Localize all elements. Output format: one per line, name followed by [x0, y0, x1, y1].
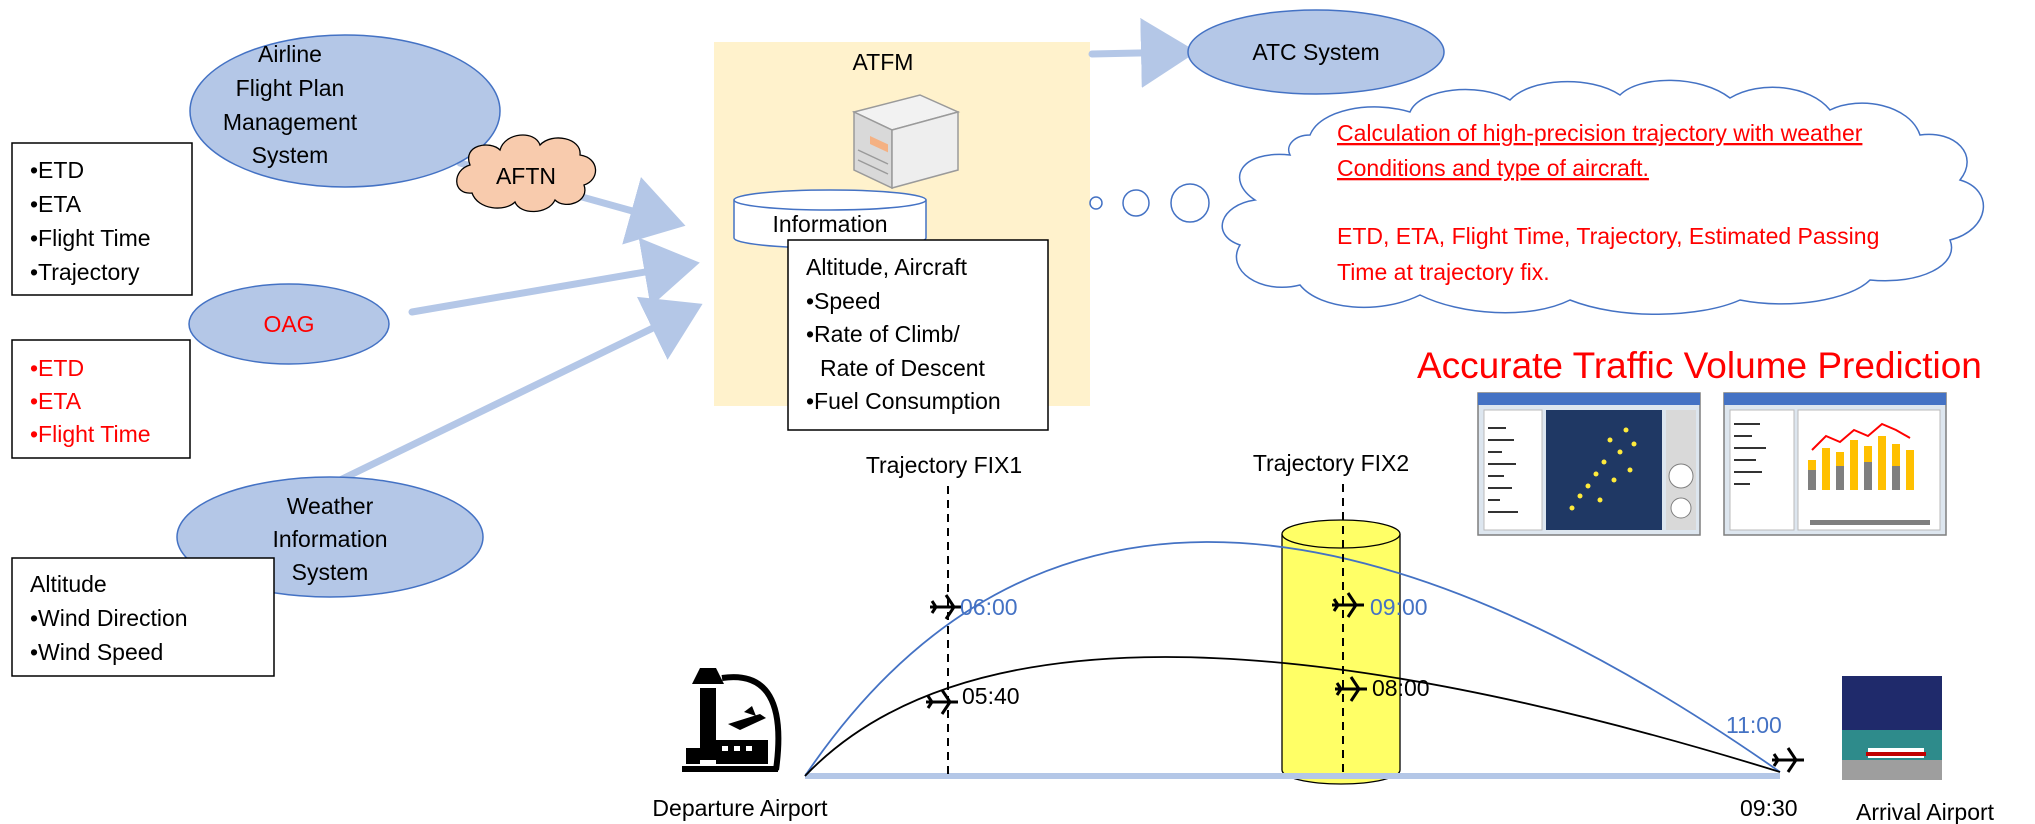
- lower-time-fix2: 08:00: [1372, 675, 1430, 701]
- cloud-line-4: Time at trajectory fix.: [1337, 259, 1550, 285]
- oag-item-etd: •ETD: [30, 355, 84, 381]
- upper-time-arrival: 11:00: [1726, 712, 1782, 738]
- departure-airport-icon: [682, 668, 782, 772]
- thought-bubbles: [1089, 183, 1210, 223]
- plane-icon-upper-fix1: [930, 594, 962, 620]
- database-icon: [733, 189, 927, 249]
- cloud-line-2: Conditions and type of aircraft.: [1337, 155, 1649, 181]
- weather-item-wind-speed: •Wind Speed: [30, 639, 163, 665]
- fix2-volume-cylinder: [1281, 519, 1401, 785]
- atc-system-ellipse: [1187, 9, 1445, 95]
- fix2-label: Trajectory FIX2: [1253, 450, 1409, 476]
- fix1-label: Trajectory FIX1: [866, 452, 1022, 478]
- atc-label: ATC System: [1252, 39, 1379, 65]
- plane-icon-lower-fix2: [1335, 676, 1367, 702]
- oag-label: OAG: [263, 311, 314, 337]
- airline-system-ellipse: [189, 34, 501, 188]
- weather-label-3: System: [292, 559, 369, 585]
- oag-item-eta: •ETA: [30, 388, 82, 414]
- weather-item-wind-direction: •Wind Direction: [30, 605, 188, 631]
- oag-ellipse: [188, 283, 390, 365]
- oag-item-flight-time: •Flight Time: [30, 421, 151, 447]
- weather-data-box: [11, 557, 275, 677]
- airline-item-eta: •ETA: [30, 191, 82, 217]
- aircraft-item-fuel: •Fuel Consumption: [806, 388, 1001, 414]
- lower-time-fix1: 05:40: [962, 683, 1020, 709]
- cloud-line-1: Calculation of high-precision trajectory…: [1337, 120, 1863, 146]
- aircraft-item-descent: Rate of Descent: [820, 355, 986, 381]
- upper-time-fix2: 09:00: [1370, 594, 1428, 620]
- server-icon: [851, 94, 961, 190]
- airline-label-2: Flight Plan: [236, 75, 345, 101]
- airline-label-4: System: [252, 142, 329, 168]
- weather-item-altitude: Altitude: [30, 571, 107, 597]
- atfm-title: ATFM: [853, 49, 914, 75]
- oag-data-box: [11, 339, 191, 459]
- aftn-label: AFTN: [496, 163, 556, 189]
- upper-time-fix1: 06:00: [960, 594, 1018, 620]
- airline-label-1: Airline: [258, 41, 322, 67]
- airline-label-3: Management: [223, 109, 358, 135]
- chart-screen-thumbnail: [1723, 392, 1947, 536]
- arrival-label: Arrival Airport: [1856, 799, 1995, 824]
- lower-trajectory: [804, 656, 1781, 777]
- airline-item-flight-time: •Flight Time: [30, 225, 151, 251]
- airline-item-trajectory: •Trajectory: [30, 259, 140, 285]
- aftn-cloud: [456, 134, 597, 213]
- thought-cloud: [1221, 79, 1985, 315]
- map-screen-thumbnail: [1477, 392, 1701, 536]
- cloud-line-3: ETD, ETA, Flight Time, Trajectory, Estim…: [1337, 223, 1879, 249]
- lower-time-arrival: 09:30: [1740, 795, 1798, 821]
- departure-label: Departure Airport: [652, 795, 828, 821]
- aircraft-item-speed: •Speed: [806, 288, 881, 314]
- weather-label-2: Information: [272, 526, 387, 552]
- weather-label-1: Weather: [287, 493, 374, 519]
- arrival-airport-photo: [1842, 676, 1942, 780]
- aircraft-item-climb: •Rate of Climb/: [806, 321, 960, 347]
- database-label: Information: [772, 211, 887, 237]
- plane-icon-upper-fix2: [1332, 592, 1364, 618]
- upper-trajectory: [804, 541, 1781, 777]
- airline-item-etd: •ETD: [30, 157, 84, 183]
- airline-data-box: [11, 142, 193, 296]
- plane-icon-lower-fix1: [926, 689, 958, 715]
- prediction-title: Accurate Traffic Volume Prediction: [1417, 345, 1982, 386]
- plane-icon-arrival: [1772, 747, 1804, 773]
- aircraft-item-altitude: Altitude, Aircraft: [806, 254, 968, 280]
- aircraft-data-box: [787, 239, 1049, 431]
